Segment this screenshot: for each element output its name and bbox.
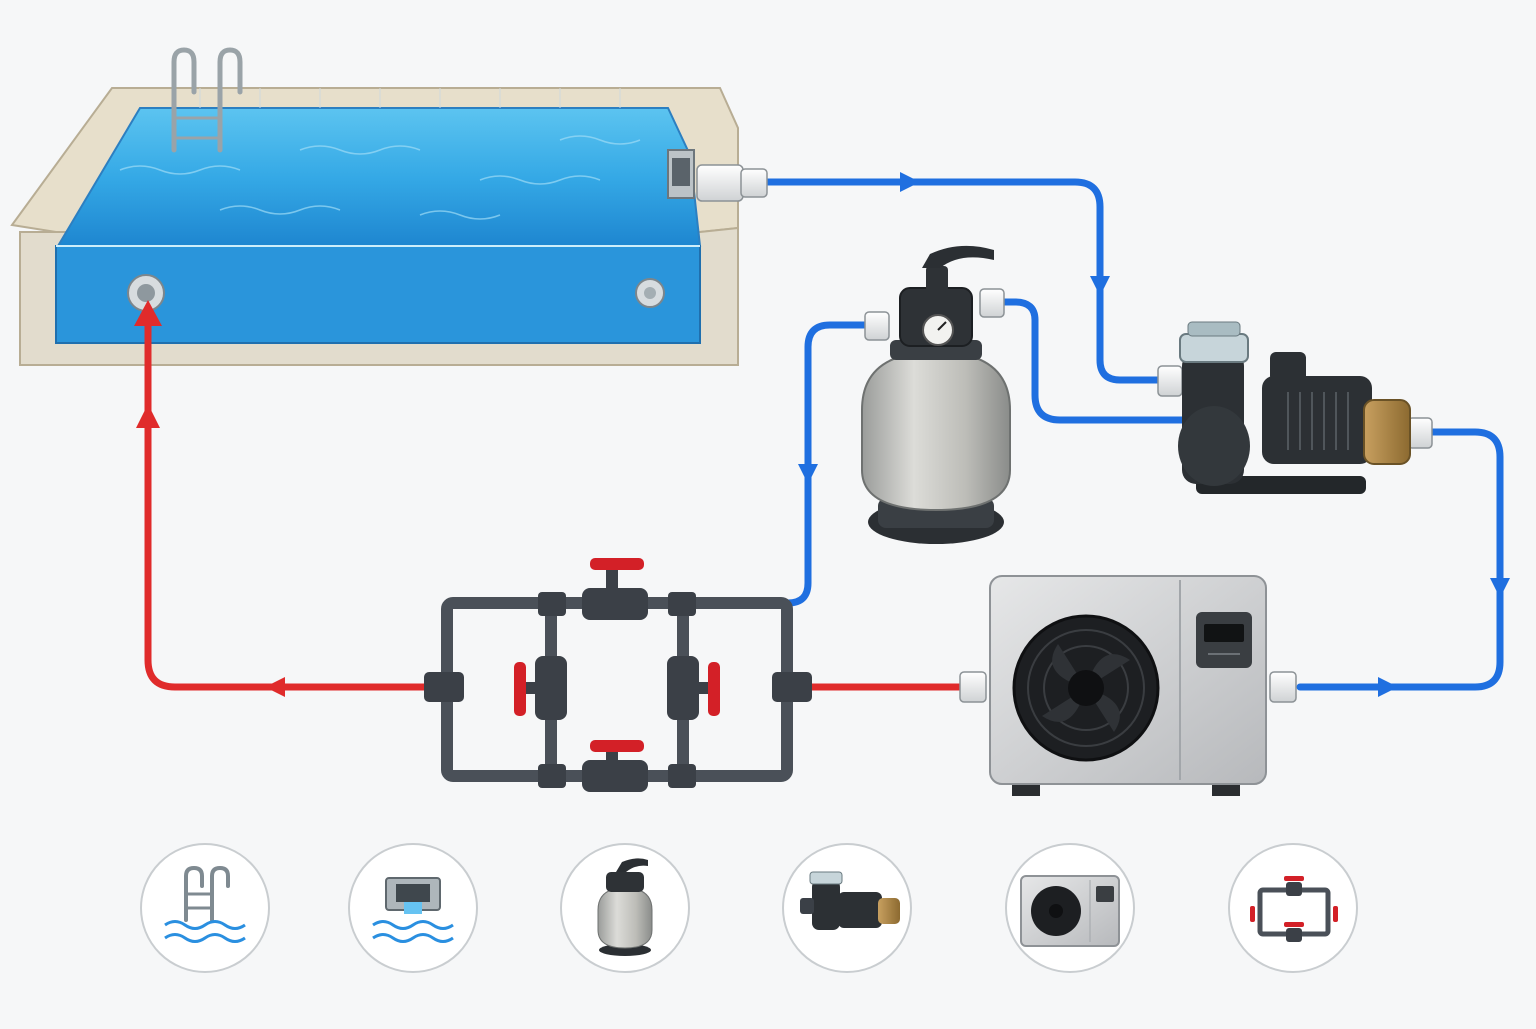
skimmer-icon bbox=[667, 149, 695, 199]
sand-filter bbox=[861, 245, 1011, 544]
pipe-pump-to-heatpump bbox=[1296, 428, 1504, 691]
bypass-valve-manifold bbox=[424, 558, 812, 792]
control-display bbox=[1196, 612, 1252, 668]
pipe-filter-to-bypass bbox=[784, 321, 872, 607]
pool-water-surface bbox=[56, 107, 702, 247]
heat-pump bbox=[989, 575, 1267, 796]
valve-left bbox=[514, 656, 567, 720]
pump-legend-icon bbox=[782, 843, 912, 973]
swimming-pool bbox=[10, 47, 739, 366]
circulation-pump bbox=[1178, 321, 1411, 494]
component-icon-row bbox=[140, 843, 1358, 973]
pipe-bypass-to-pool bbox=[144, 314, 434, 691]
sand-filter-legend-icon bbox=[560, 843, 690, 973]
valve-right bbox=[667, 656, 720, 720]
valve-bottom bbox=[582, 740, 648, 792]
skimmer-legend-icon bbox=[348, 843, 478, 973]
fan-grille bbox=[1012, 614, 1160, 762]
pool-ladder-icon bbox=[171, 47, 243, 153]
pipe-couplings bbox=[696, 164, 1433, 703]
bypass-valve-legend-icon bbox=[1228, 843, 1358, 973]
pool-light bbox=[635, 278, 665, 308]
return-inlet bbox=[127, 274, 165, 312]
flow-arrows bbox=[134, 172, 1510, 697]
valve-top bbox=[582, 558, 648, 620]
pressure-gauge bbox=[922, 314, 954, 346]
heat-pump-legend-icon bbox=[1005, 843, 1135, 973]
pool-ladder-legend-icon bbox=[140, 843, 270, 973]
pipe-pump-to-filter bbox=[996, 298, 1199, 424]
